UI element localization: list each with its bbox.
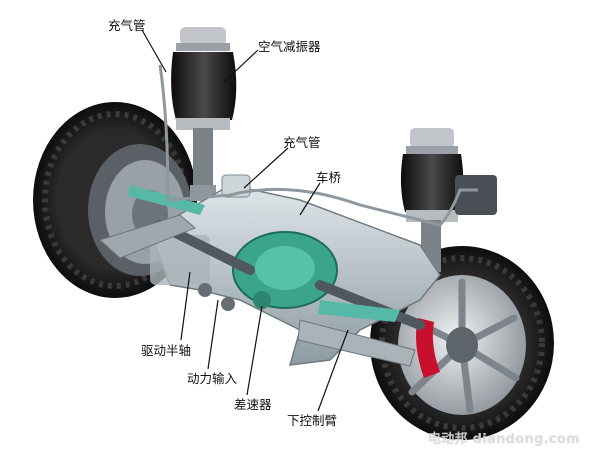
brake-caliper (416, 318, 440, 378)
label-differential: 差速器 (234, 397, 272, 412)
leader-air-pipe-mid (243, 147, 289, 189)
leader-power-input (207, 299, 219, 370)
label-air-spring: 空气减振器 (258, 39, 321, 54)
left-air-spring (171, 27, 237, 201)
watermark-logo: 电动邦 diandong.com (427, 432, 580, 447)
leader-air-spring (223, 49, 259, 83)
air-lines (158, 64, 478, 227)
leader-lines (141, 29, 349, 412)
leader-differential (246, 305, 263, 396)
label-axle: 车桥 (316, 170, 342, 185)
label-drive-shaft: 驱动半轴 (141, 343, 192, 358)
label-air-pipe-mid: 充气管 (283, 135, 321, 150)
label-lower-control-arm: 下控制臂 (287, 413, 338, 428)
differential (232, 231, 338, 309)
leader-drive-shaft (180, 271, 191, 341)
leader-air-pipe-top (141, 29, 167, 73)
label-power-input: 动力输入 (187, 371, 238, 386)
leader-axle (299, 182, 321, 216)
label-air-pipe-top: 充气管 (108, 18, 146, 33)
right-air-spring (400, 128, 497, 272)
leader-lower-control-arm (317, 329, 349, 412)
